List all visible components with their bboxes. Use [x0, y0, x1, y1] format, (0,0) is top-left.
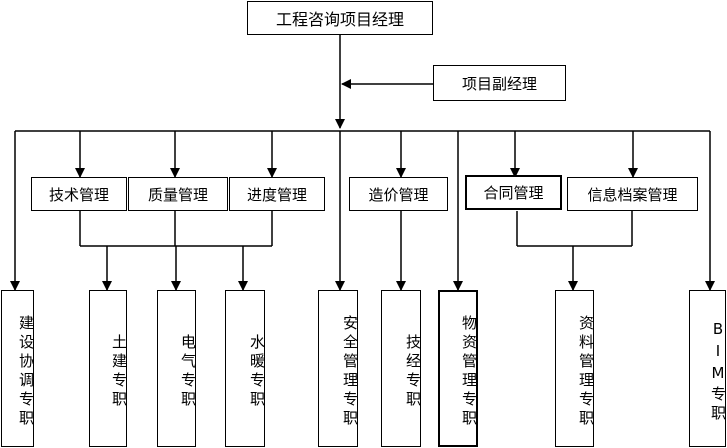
dept-info-box: 信息档案管理	[567, 177, 698, 211]
position-coordination-box: 建设协调专职	[1, 290, 35, 447]
position-records-box: 资料管理专职	[555, 290, 595, 447]
top-manager-box: 工程咨询项目经理	[247, 1, 433, 35]
dept-tech-box: 技术管理	[31, 177, 127, 211]
position-techecon-box: 技经专职	[381, 290, 422, 447]
position-civil-box: 土建专职	[89, 290, 128, 447]
dept-contract-box: 合同管理	[465, 175, 562, 210]
position-safety-box: 安全管理专职	[318, 290, 359, 447]
deputy-manager-box: 项目副经理	[433, 65, 566, 101]
position-materials-box: 物资管理专职	[438, 290, 478, 447]
position-electrical-box: 电气专职	[157, 290, 197, 447]
position-hvac-box: 水暖专职	[225, 290, 266, 447]
position-bim-box: BIM专职	[689, 290, 727, 447]
dept-schedule-box: 进度管理	[229, 177, 325, 211]
dept-cost-box: 造价管理	[349, 177, 448, 211]
dept-quality-box: 质量管理	[128, 177, 228, 211]
